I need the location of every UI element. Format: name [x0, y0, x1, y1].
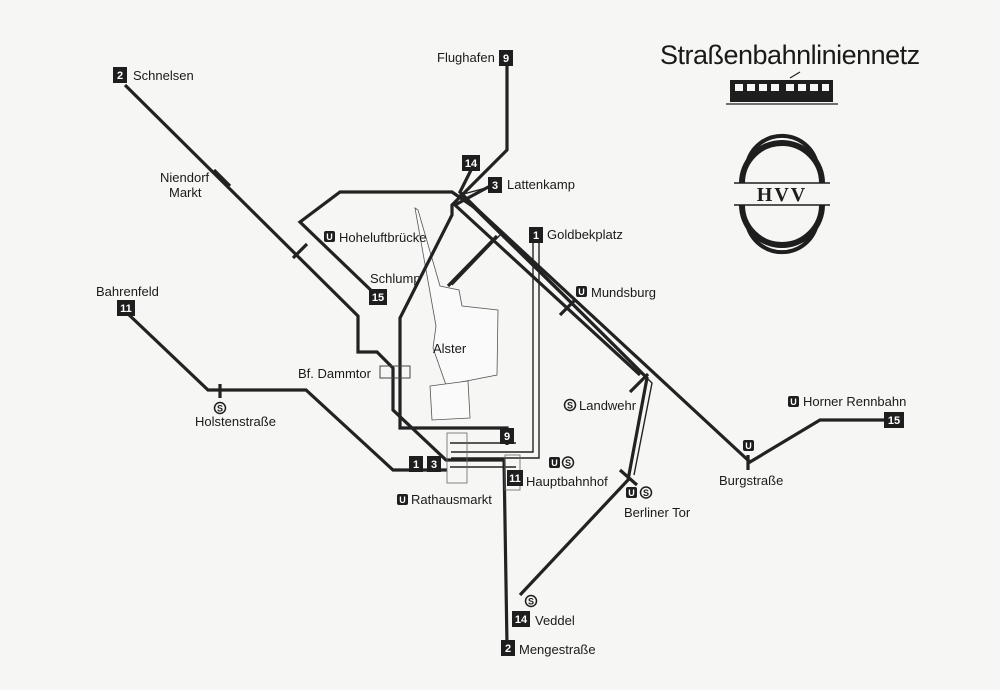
rathausmarkt-station-box [446, 432, 468, 484]
u-bahn-icon [324, 231, 335, 242]
line-badge-horner: 15 [888, 415, 900, 427]
station-veddel: Veddel [535, 613, 575, 628]
line-badge-mengestrasse: 2 [505, 643, 511, 655]
station-goldbekplatz: Goldbekplatz [547, 227, 623, 242]
svg-text:S: S [643, 488, 649, 498]
u-bahn-icon [549, 457, 560, 468]
s-bahn-icon [561, 456, 575, 469]
svg-text:S: S [217, 404, 223, 414]
transit-symbols: U U S S U U U S U U S S [213, 231, 799, 608]
dammtor-station-box [379, 365, 411, 379]
station-landwehr: Landwehr [579, 398, 637, 413]
station-mengestrasse: Mengestraße [519, 642, 596, 657]
station-burgstrasse: Burgstraße [719, 473, 783, 488]
line-badge-veddel: 14 [515, 614, 528, 626]
line-badge-flughafen: 9 [503, 53, 509, 65]
station-berliner-tor: Berliner Tor [624, 505, 691, 520]
line-badge-1-rathausmarkt: 1 [413, 459, 419, 471]
u-bahn-icon [788, 396, 799, 407]
svg-text:S: S [565, 458, 571, 468]
line-badge-schnelsen: 2 [117, 70, 123, 82]
label-alster: Alster [433, 341, 467, 356]
hvv-logo-text: HVV [757, 184, 807, 206]
s-bahn-icon [563, 398, 577, 412]
line-badge-lattenkamp: 3 [492, 180, 498, 192]
station-horner-rennbahn: Horner Rennbahn [803, 394, 906, 409]
station-flughafen: Flughafen [437, 50, 495, 65]
map-title: Straßenbahnliniennetz [660, 40, 920, 70]
tram-icon [726, 71, 838, 105]
hvv-logo: HVV [734, 133, 830, 255]
line-badge-14-top: 14 [465, 158, 478, 170]
svg-text:S: S [528, 597, 534, 607]
station-rathausmarkt: Rathausmarkt [411, 492, 492, 507]
s-bahn-icon [213, 401, 227, 415]
u-bahn-icon [743, 440, 754, 451]
line-badge-bahrenfeld: 11 [120, 303, 132, 315]
station-ticks [212, 168, 750, 487]
svg-text:U: U [745, 441, 752, 451]
s-bahn-icon [639, 486, 653, 499]
station-bahrenfeld: Bahrenfeld [96, 284, 159, 299]
svg-text:U: U [551, 458, 558, 468]
station-schlump: Schlump [370, 271, 421, 286]
svg-text:U: U [628, 488, 635, 498]
station-niendorf-line2: Markt [169, 185, 202, 200]
svg-text:U: U [790, 397, 797, 407]
station-lattenkamp: Lattenkamp [507, 177, 575, 192]
alster-lake [414, 207, 499, 421]
station-labels: Schnelsen Flughafen Niendorf Markt Latte… [96, 50, 906, 657]
station-bf-dammtor: Bf. Dammtor [298, 366, 372, 381]
station-holstenstrasse: Holstenstraße [195, 414, 276, 429]
svg-text:U: U [326, 232, 333, 242]
line-badge-schlump: 15 [372, 292, 384, 304]
station-hauptbahnhof: Hauptbahnhof [526, 474, 608, 489]
s-bahn-icon [524, 594, 538, 608]
station-hoheluftbruecke: Hoheluftbrücke [339, 230, 426, 245]
line-badge-3-rathausmarkt: 3 [431, 459, 437, 471]
station-niendorf-line1: Niendorf [160, 170, 210, 185]
line-badge-9-hbf: 9 [504, 431, 510, 443]
u-bahn-icon [397, 494, 408, 505]
svg-text:U: U [578, 287, 585, 297]
svg-text:S: S [567, 401, 573, 411]
tram-lines [123, 66, 893, 646]
line-number-boxes: 2 9 14 3 1 15 11 9 1 3 11 15 14 2 [113, 50, 904, 656]
station-schnelsen: Schnelsen [133, 68, 194, 83]
svg-text:U: U [399, 495, 406, 505]
line-badge-11-hbf: 11 [509, 473, 521, 485]
station-mundsburg: Mundsburg [591, 285, 656, 300]
u-bahn-icon [576, 286, 587, 297]
line-badge-goldbekplatz: 1 [533, 230, 539, 242]
u-bahn-icon [626, 487, 637, 498]
